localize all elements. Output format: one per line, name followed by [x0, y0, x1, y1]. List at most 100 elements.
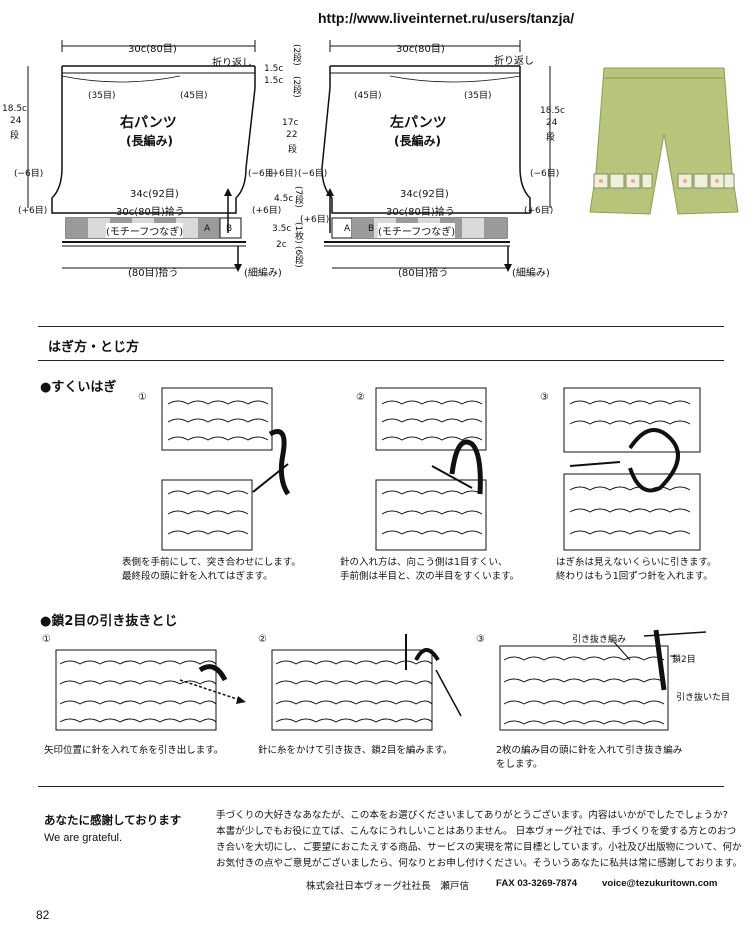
footer-line-1: 手づくりの大好きなあなたが、この本をお選びくださいましてありがとうございます。内…: [216, 810, 728, 821]
center-inc: (+6目): [300, 215, 330, 225]
right-top-width: 30c(80目): [128, 44, 177, 55]
kusari-title: ●鎖2目の引き抜きとじ: [40, 614, 178, 629]
right-bottom-pick: (80目)拾う: [128, 268, 179, 279]
section-bottom-rule: [38, 360, 724, 361]
center-dec-left: (−6目): [268, 169, 298, 179]
sukui-step3-caption-2: 終わりはもう1回ずつ針を入れます。: [556, 571, 713, 582]
footer-line-3: き合いを大切にし、ご要望におこたえする商品、サービスの実現を常に目標としています…: [216, 842, 742, 853]
left-height-unit: 段: [546, 133, 556, 143]
left-back-stitches: (45目): [354, 91, 382, 101]
right-height-rows: 24: [10, 116, 22, 126]
left-motif-label: (モチーフつなぎ): [378, 223, 456, 238]
footer-fax: FAX 03-3269-7874: [496, 878, 578, 889]
footer-line-2: 本書が少しでもお役に立てば、こんなにうれしいことはありません。 日本ヴォーグ社で…: [216, 826, 737, 837]
right-motif-b: B: [226, 224, 233, 234]
right-mid-width: 34c(92目): [130, 189, 179, 200]
left-height-rows: 24: [546, 118, 558, 128]
right-pants-subtitle: (長編み): [126, 134, 173, 148]
right-motif-a: A: [204, 224, 211, 234]
right-inc-right: (+6目): [252, 206, 282, 216]
fold-dim-2-cm: 1.5c: [264, 76, 284, 86]
fold-dim-2-rows: (2段): [291, 76, 301, 98]
sukui-step2-caption-2: 手前側は半目と、次の半目をすくいます。: [340, 571, 520, 582]
kusari-label-pull: 引き抜き編み: [572, 635, 627, 645]
left-mid-width: 34c(92目): [400, 189, 449, 200]
right-height-cm: 18.5c: [2, 104, 27, 114]
right-height-unit: 段: [10, 131, 20, 141]
section-top-rule: [38, 326, 724, 327]
left-pants-subtitle: (長編み): [394, 134, 441, 148]
page-number: 82: [36, 908, 50, 922]
right-pick-width: 30c(80目)拾う: [116, 207, 185, 218]
sukui-step2-illustration: [375, 387, 487, 551]
left-motif-b: B: [368, 224, 375, 234]
fold-dim-1-rows: (2段): [291, 44, 301, 66]
kusari-step1-caption: 矢印位置に針を入れて糸を引き出します。: [44, 745, 224, 756]
sukui-step3-caption-1: はぎ糸は見えないくらいに引きます。: [556, 557, 717, 568]
left-edge-label: (細編み): [512, 268, 550, 279]
footer-heading: あなたに感謝しております: [44, 813, 182, 827]
left-pants-title: 左パンツ: [390, 115, 447, 131]
edge-dim-cm: 2c: [276, 240, 287, 250]
right-dec-right: (−6目): [248, 169, 278, 179]
left-height-cm: 18.5c: [540, 106, 565, 116]
sukui-step2-caption-1: 針の入れ方は、向こう側は1目すくい、: [340, 557, 508, 568]
left-pick-width: 30c(80目)拾う: [386, 207, 455, 218]
sukui-step1-num: ①: [138, 392, 147, 403]
sukui-step2-num: ②: [356, 392, 365, 403]
kusari-step1-num: ①: [42, 634, 51, 645]
footer-rule: [38, 786, 724, 787]
footer-english: We are grateful.: [44, 832, 123, 844]
motif-dim-count: (1枚): [293, 222, 303, 244]
left-fold-label: 折り返し: [494, 56, 534, 67]
left-motif-a: A: [344, 224, 351, 234]
right-fold-label: 折り返し: [212, 58, 252, 69]
kusari-step2-num: ②: [258, 634, 267, 645]
inc-dim-cm: 4.5c: [274, 194, 294, 204]
footer-line-4: お気付きの点やご意見がございましたら、何なりとお申し付けください。そういうあなた…: [216, 858, 743, 869]
sukui-step1-caption-1: 表側を手前にして、突き合わせにします。: [122, 557, 301, 568]
body-dim-unit: 段: [288, 145, 298, 155]
left-front-stitches: (35目): [464, 91, 492, 101]
footer-paragraph: 手づくりの大好きなあなたが、この本をお選びくださいましてありがとうございます。内…: [216, 808, 743, 872]
section-title: はぎ方・とじ方: [48, 340, 140, 355]
footer-president: 株式会社日本ヴォーグ社社長 瀬戸信: [306, 881, 470, 892]
footer-email[interactable]: voice@tezukuritown.com: [602, 878, 718, 889]
body-dim-rows: 22: [286, 130, 298, 140]
fold-dim-1-cm: 1.5c: [264, 64, 284, 74]
source-url[interactable]: http://www.liveinternet.ru/users/tanzja/: [318, 10, 575, 26]
sukui-step1-illustration: [161, 387, 291, 551]
sukui-step3-num: ③: [540, 392, 549, 403]
motif-dim-cm: 3.5c: [272, 224, 292, 234]
kusari-label-chain: 鎖2目: [672, 655, 696, 665]
pants-photo: [589, 67, 739, 215]
sukui-title: ●すくいはぎ: [40, 380, 117, 395]
kusari-step3-num: ③: [476, 634, 485, 645]
right-edge-label: (細編み): [244, 268, 282, 279]
left-dec-right: (−6目): [530, 169, 560, 179]
kusari-label-pulled: 引き抜いた目: [676, 693, 731, 703]
left-top-width: 30c(80目): [396, 44, 445, 55]
right-dec-left: (−6目): [14, 169, 44, 179]
right-pants-diagram: [27, 40, 256, 272]
right-pants-title: 右パンツ: [120, 115, 177, 131]
sukui-step1-caption-2: 最終段の頭に針を入れてはぎます。: [122, 571, 273, 582]
sukui-step3-illustration: [563, 387, 701, 551]
right-back-stitches: (45目): [180, 91, 208, 101]
right-front-stitches: (35目): [88, 91, 116, 101]
left-pants-diagram: [321, 40, 551, 272]
left-bottom-pick: (80目)拾う: [398, 268, 449, 279]
kusari-step2-caption: 針に糸をかけて引き抜き、鎖2目を編みます。: [258, 745, 453, 756]
right-motif-label: (モチーフつなぎ): [106, 223, 184, 238]
kusari-step2-illustration: [271, 634, 462, 731]
center-dec-right: (−6目): [298, 169, 328, 179]
body-dim-cm: 17c: [282, 118, 299, 128]
inc-dim-rows: (7段): [293, 186, 303, 208]
kusari-step1-illustration: [55, 649, 246, 731]
kusari-step3-caption-2: をします。: [496, 759, 543, 770]
right-inc-left: (+6目): [18, 206, 48, 216]
kusari-step3-illustration: [499, 629, 707, 731]
left-inc-right: (+6目): [524, 206, 554, 216]
kusari-step3-caption-1: 2枚の編み目の頭に針を入れて引き抜き編み: [496, 745, 683, 756]
edge-dim-rows: (6段): [293, 246, 303, 268]
